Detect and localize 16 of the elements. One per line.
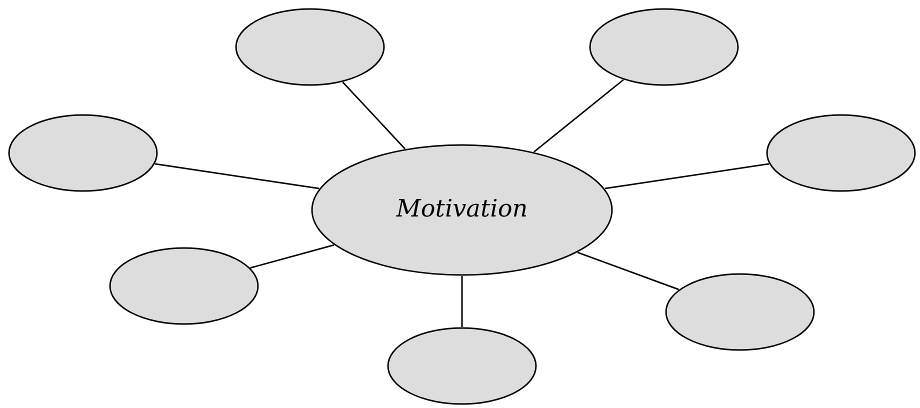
node-label: Motivation <box>395 194 529 223</box>
empty-ellipse <box>589 8 739 86</box>
connector-line <box>533 79 624 153</box>
central-ellipse <box>311 144 613 276</box>
empty-ellipse <box>235 8 385 86</box>
empty-ellipse <box>387 327 537 405</box>
empty-ellipse <box>665 273 815 351</box>
empty-ellipse <box>109 247 259 325</box>
connector-line <box>577 252 679 290</box>
empty-ellipse <box>766 114 916 192</box>
connector-line <box>604 163 770 190</box>
connector-line <box>461 276 463 327</box>
connector-line <box>154 163 320 190</box>
empty-ellipse <box>8 114 158 192</box>
connector-line <box>250 244 334 269</box>
connector-line <box>342 82 406 150</box>
